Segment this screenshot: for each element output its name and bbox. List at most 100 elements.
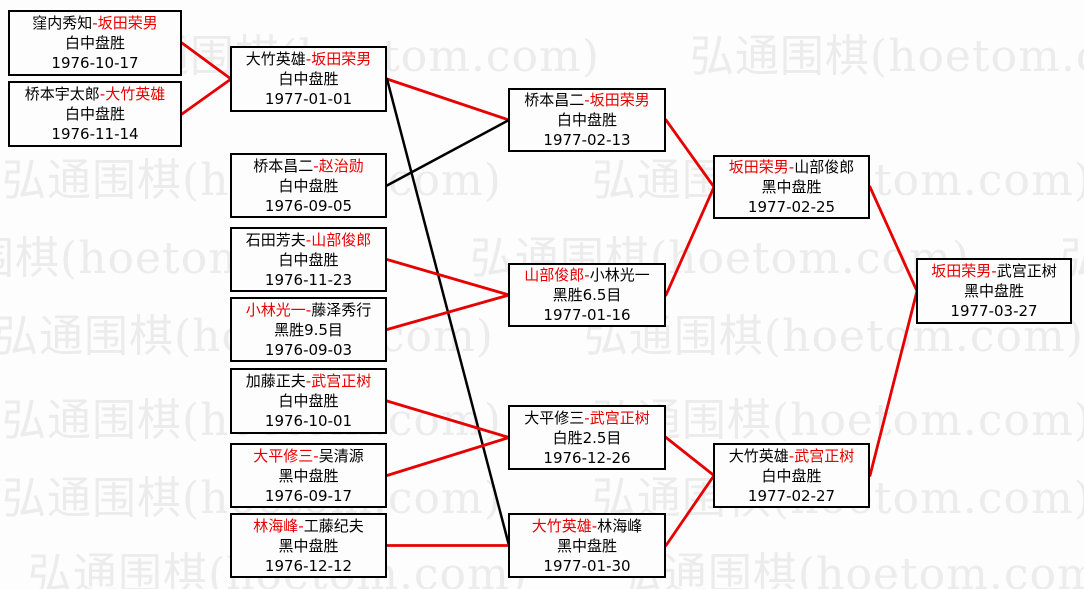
player-name: 石田芳夫 — [245, 230, 306, 249]
match-result: 白中盘胜 — [278, 176, 339, 195]
connector-line — [385, 399, 511, 439]
player-name: 桥本昌二 — [524, 91, 585, 109]
connector-line — [664, 118, 716, 189]
player-name: 武宫正树 — [996, 262, 1057, 280]
match-result: 白中盘胜 — [278, 250, 339, 269]
player-name: 大竹英雄 — [245, 50, 306, 68]
winner-name: 林海峰- — [253, 516, 304, 535]
match-date: 1977-03-27 — [950, 302, 1038, 320]
match-date: 1976-09-05 — [264, 196, 353, 215]
player-name: 桥本宇太郎 — [24, 85, 100, 103]
match-result: 白中盘胜 — [761, 466, 822, 485]
match-date: 1977-02-13 — [543, 131, 631, 149]
match-date: 1976-11-14 — [51, 125, 139, 143]
match-result: 黑中盘胜 — [278, 466, 339, 485]
connector-line — [385, 436, 511, 477]
winner-name: -武宫正树 — [305, 372, 372, 390]
match-players: 大平修三-武宫正树 — [524, 408, 649, 428]
player-name: 桥本昌二 — [253, 156, 314, 175]
match-players: 大竹英雄-林海峰 — [532, 516, 642, 536]
connector-line — [180, 77, 233, 116]
match-box: 加藤正夫-武宫正树白中盘胜 1976-10-01 — [230, 368, 387, 434]
connector-line — [385, 118, 511, 187]
winner-name: 大平修三- — [253, 446, 319, 465]
winner-name: 坂田荣男- — [931, 262, 997, 280]
match-date: 1976-10-01 — [264, 412, 353, 430]
match-date: 1976-11-23 — [264, 270, 353, 289]
player-name: 加藤正夫 — [245, 372, 306, 390]
match-players: 山部俊郎-小林光一 — [524, 265, 649, 285]
match-players: 坂田荣男-山部俊郎 — [729, 157, 854, 177]
player-name: 窪内秀知 — [32, 14, 93, 32]
match-result: 黑中盘胜 — [556, 536, 617, 555]
match-date: 1976-09-03 — [264, 340, 353, 359]
match-players: 桥本宇太郎-大竹英雄 — [25, 84, 165, 104]
match-result: 白中盘胜 — [278, 70, 339, 88]
match-players: 大平修三-吴清源 — [253, 446, 363, 466]
match-players: 窪内秀知-坂田荣男 — [32, 13, 157, 33]
match-players: 石田芳夫-山部俊郎 — [246, 230, 371, 250]
match-players: 坂田荣男-武宫正树 — [931, 261, 1056, 281]
connector-line — [664, 474, 716, 547]
connector-line — [385, 77, 511, 122]
player-name: 大平修三 — [524, 408, 585, 427]
winner-name: 小林光一- — [245, 300, 312, 319]
connector-line — [385, 258, 511, 297]
winner-name: -武宫正树 — [584, 408, 650, 427]
match-date: 1976-12-26 — [543, 448, 631, 467]
player-name: 工藤纪夫 — [303, 516, 364, 535]
match-players: 大竹英雄-坂田荣男 — [246, 49, 371, 69]
match-box: 山部俊郎-小林光一黑胜6.5目 1977-01-16 — [508, 263, 666, 327]
winner-name: -武宫正树 — [788, 446, 855, 465]
match-result: 黑中盘胜 — [963, 282, 1024, 300]
player-name: 林海峰 — [597, 516, 643, 535]
winner-name: -坂田荣男 — [92, 14, 158, 32]
winner-name: 坂田荣男- — [728, 158, 795, 176]
match-result: 黑胜6.5目 — [552, 286, 622, 304]
match-result: 白中盘胜 — [278, 392, 339, 410]
connector-line — [664, 436, 716, 477]
winner-name: -赵治勋 — [313, 156, 364, 175]
player-name: 吴清源 — [318, 446, 364, 465]
winner-name: 大竹英雄- — [531, 516, 598, 535]
winner-name: -坂田荣男 — [305, 50, 372, 68]
winner-name: -山部俊郎 — [305, 230, 372, 249]
match-date: 1977-02-25 — [747, 198, 836, 216]
match-date: 1977-01-01 — [264, 90, 353, 108]
winner-name: -大竹英雄 — [99, 85, 166, 103]
match-date: 1977-01-30 — [543, 556, 631, 575]
match-date: 1976-10-17 — [51, 54, 139, 72]
match-result: 白中盘胜 — [64, 105, 125, 123]
player-name: 大竹英雄 — [728, 446, 789, 465]
match-date: 1976-12-12 — [264, 556, 353, 575]
match-result: 黑胜9.5目 — [274, 320, 343, 339]
winner-name: -坂田荣男 — [584, 91, 650, 109]
match-players: 桥本昌二-赵治勋 — [253, 156, 363, 176]
match-result: 白胜2.5目 — [552, 428, 622, 447]
match-date: 1977-02-27 — [747, 486, 836, 505]
connector-line — [868, 289, 919, 477]
match-date: 1977-01-16 — [543, 306, 631, 324]
match-players: 林海峰-工藤纪夫 — [253, 516, 363, 536]
player-name: 小林光一 — [589, 266, 650, 284]
connector-line — [868, 185, 919, 293]
connector-line — [385, 293, 511, 331]
match-players: 桥本昌二-坂田荣男 — [524, 90, 649, 110]
